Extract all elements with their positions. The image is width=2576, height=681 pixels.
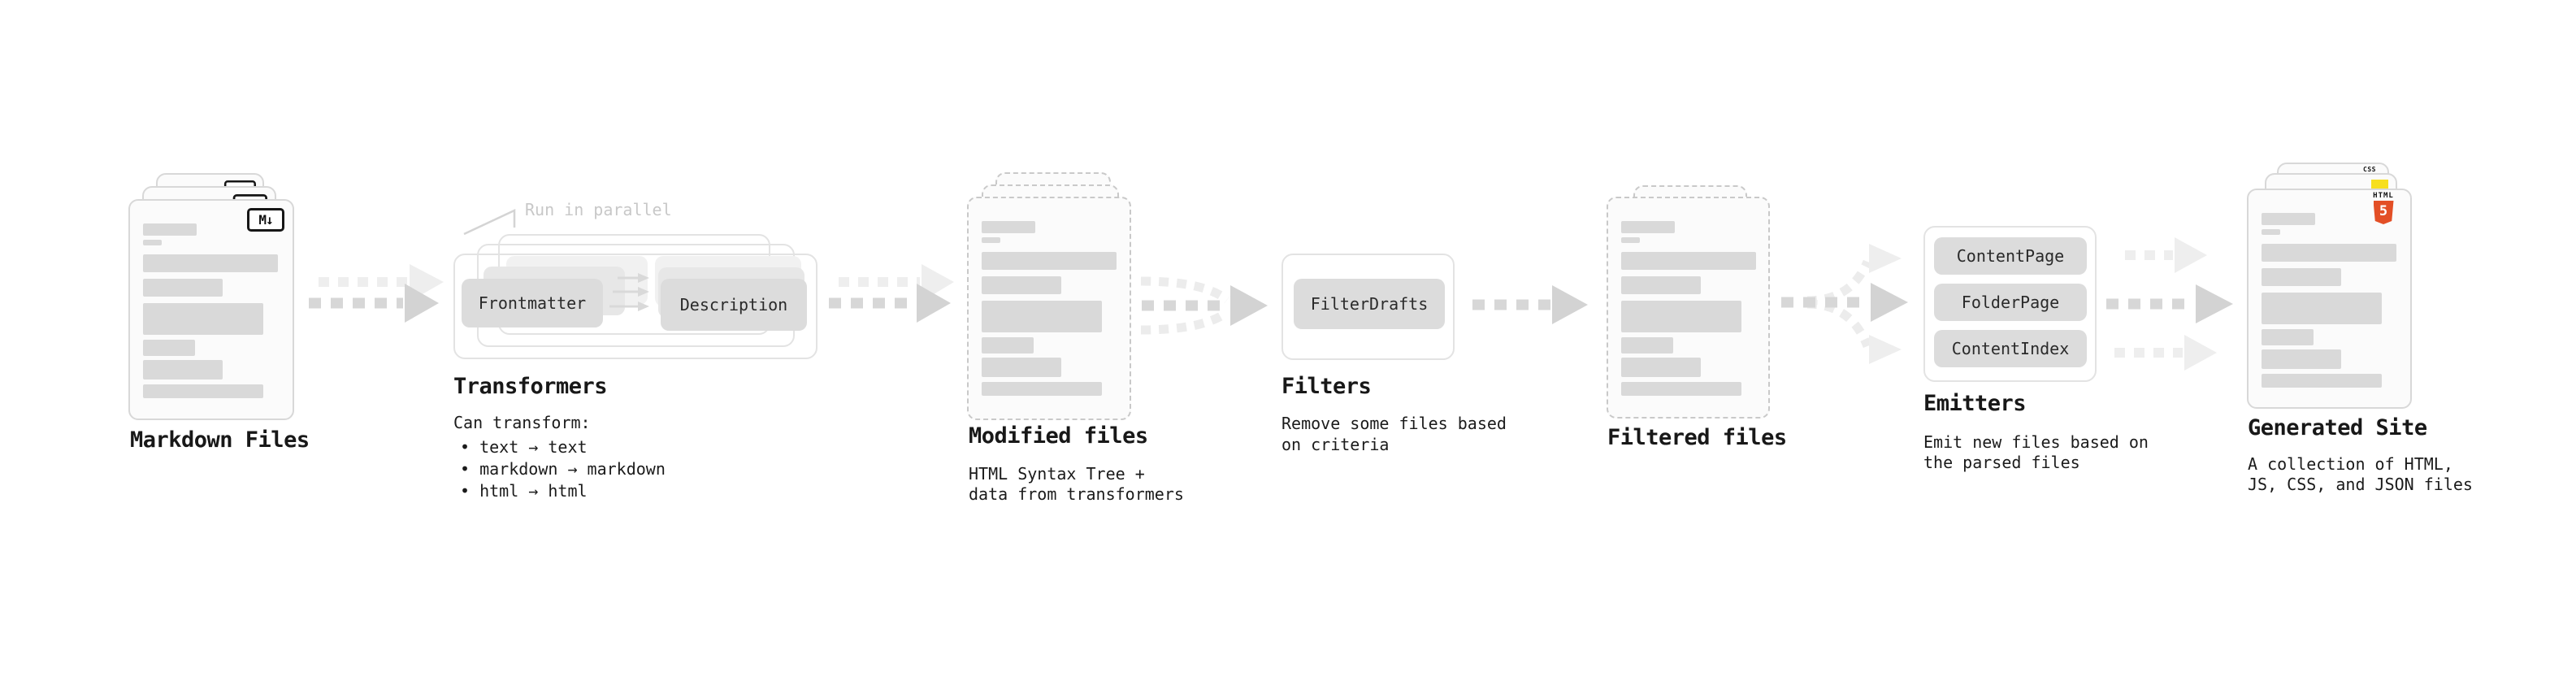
text-placeholder-bar [2262, 374, 2382, 388]
bullet-item: • text → text [460, 437, 588, 457]
desc-line: HTML Syntax Tree + [969, 464, 1145, 484]
desc-line: Remove some files based [1281, 414, 1507, 433]
text-placeholder-bar [143, 254, 278, 272]
text-placeholder-bar [982, 221, 1035, 233]
description-pill: Description [661, 279, 807, 331]
text-placeholder-bars [2262, 213, 2396, 388]
run-in-parallel-annotation: Run in parallel [525, 200, 672, 219]
text-placeholder-bar [2262, 329, 2314, 345]
desc-line: A collection of HTML, [2248, 454, 2453, 474]
file-card-front: HTML 5 [2247, 189, 2412, 409]
file-card-front: M↓ [128, 199, 294, 420]
transformers-bullets: • text → text • markdown → markdown • ht… [460, 436, 666, 502]
text-placeholder-bar [2262, 244, 2396, 262]
text-placeholder-bars [143, 223, 278, 398]
generated-site-desc: A collection of HTML, JS, CSS, and JSON … [2248, 454, 2473, 495]
text-placeholder-bar [143, 223, 197, 236]
text-placeholder-bar [982, 337, 1034, 354]
file-card-front [1607, 197, 1770, 419]
filtered-files-label: Filtered files [1607, 425, 1787, 450]
modified-files-label: Modified files [969, 423, 1148, 449]
text-placeholder-bar [1621, 358, 1701, 377]
text-placeholder-bar [2262, 229, 2280, 235]
emitters-desc: Emit new files based on the parsed files [1923, 432, 2149, 473]
text-placeholder-bar [1621, 382, 1741, 396]
html5-icon: HTML 5 [2367, 192, 2400, 224]
arrow-markdown-to-transformers [309, 264, 444, 323]
desc-line: the parsed files [1923, 453, 2080, 472]
js-icon [2371, 180, 2388, 189]
text-placeholder-bar [2262, 293, 2382, 324]
html5-icon-shield: 5 [2373, 201, 2394, 224]
arrow-transformers-to-modified [829, 264, 954, 323]
frontmatter-pill: Frontmatter [462, 279, 603, 327]
contentpage-pill: ContentPage [1934, 237, 2087, 275]
filterdrafts-pill: FilterDrafts [1294, 279, 1445, 329]
text-placeholder-bar [1621, 301, 1741, 332]
text-placeholder-bar [1621, 221, 1675, 233]
file-card-front [967, 197, 1131, 420]
filters-label: Filters [1281, 374, 1372, 399]
arrow-filtered-to-emitters [1781, 244, 1908, 364]
text-placeholder-bar [143, 360, 223, 380]
text-placeholder-bar [2262, 213, 2315, 225]
markdown-files-label: Markdown Files [130, 427, 310, 453]
text-placeholder-bar [143, 279, 223, 297]
text-placeholder-bar [2262, 349, 2341, 369]
text-placeholder-bar [143, 240, 162, 245]
text-placeholder-bar [982, 252, 1117, 270]
desc-line: data from transformers [969, 484, 1184, 504]
desc-line: JS, CSS, and JSON files [2248, 475, 2473, 494]
emitters-label: Emitters [1923, 391, 2027, 416]
text-placeholder-bar [982, 382, 1102, 396]
transformers-desc-title: Can transform: [453, 413, 591, 432]
text-placeholder-bar [143, 340, 195, 356]
transformer-box-front [453, 254, 817, 359]
arrow-filters-to-filtered [1472, 285, 1588, 324]
text-placeholder-bar [143, 384, 263, 398]
text-placeholder-bar [982, 301, 1102, 332]
filters-desc: Remove some files based on criteria [1281, 413, 1507, 455]
folderpage-pill: FolderPage [1934, 284, 2087, 321]
text-placeholder-bar [1621, 276, 1701, 294]
bullet-item: • html → html [460, 481, 588, 501]
generated-site-label: Generated Site [2248, 415, 2427, 440]
text-placeholder-bars [1621, 221, 1756, 396]
modified-files-desc: HTML Syntax Tree + data from transformer… [969, 464, 1184, 505]
text-placeholder-bar [982, 237, 1000, 243]
html5-icon-label: HTML [2373, 192, 2394, 200]
bullet-item: • markdown → markdown [460, 459, 666, 479]
css-icon-label: CSS [2363, 166, 2376, 173]
annotation-leader-line [463, 209, 516, 236]
text-placeholder-bar [2262, 268, 2341, 286]
text-placeholder-bar [982, 358, 1061, 377]
arrow-modified-to-filters [1140, 276, 1268, 335]
text-placeholder-bar [1621, 237, 1640, 243]
text-placeholder-bar [143, 303, 263, 335]
desc-line: Emit new files based on [1923, 432, 2149, 452]
transformers-label: Transformers [453, 374, 608, 399]
text-placeholder-bars [982, 221, 1117, 396]
text-placeholder-bar [982, 276, 1061, 294]
text-placeholder-bar [1621, 337, 1673, 354]
contentindex-pill: ContentIndex [1934, 330, 2087, 367]
arrow-emitters-to-site [2106, 237, 2233, 371]
desc-line: on criteria [1281, 435, 1390, 454]
text-placeholder-bar [1621, 252, 1756, 270]
markdown-icon: M↓ [247, 208, 284, 232]
